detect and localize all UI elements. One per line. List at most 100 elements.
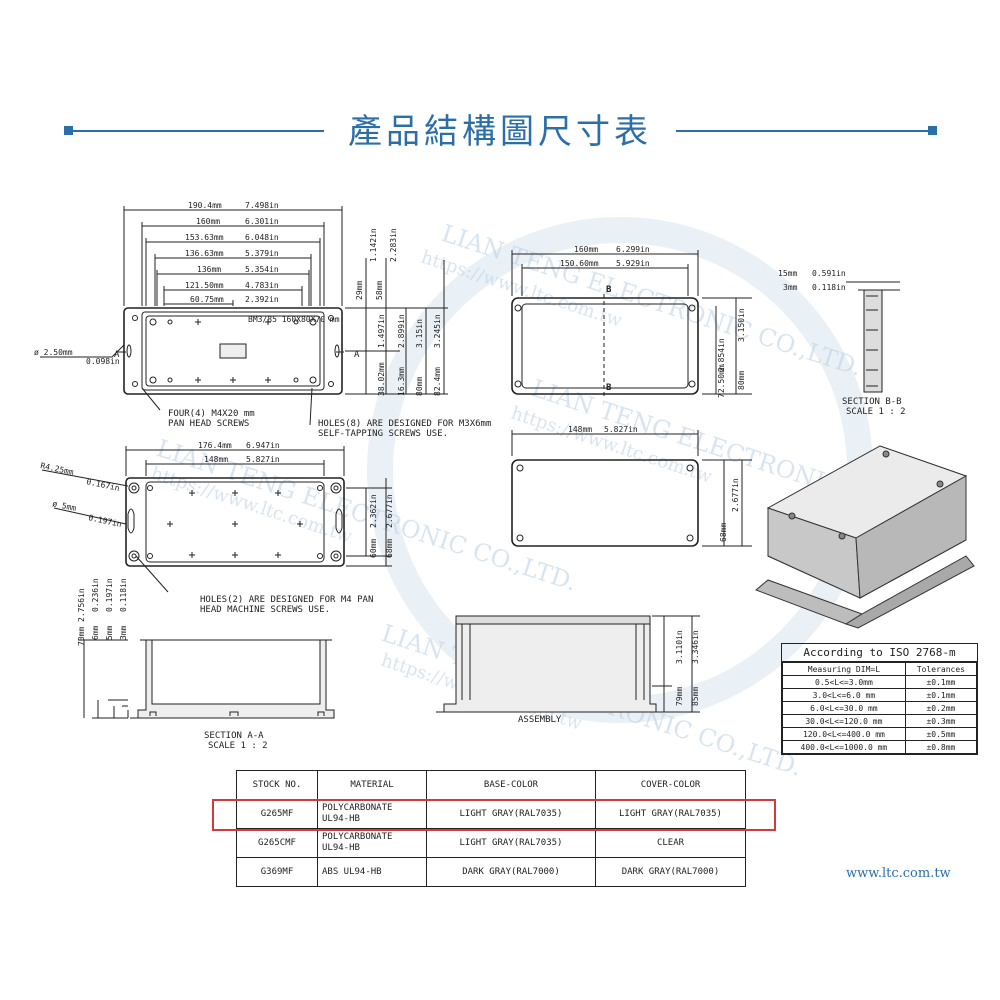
dim-153-mm: 153.63mm [185, 233, 224, 242]
bottom-dim-60mm: 60mm [369, 539, 378, 558]
aa-dim-0118in: 0.118in [119, 578, 128, 612]
slot-in: 0.197in [88, 513, 123, 529]
asm-dim-3346in: 3.346in [691, 630, 700, 664]
dim-1497in: 1.497in [377, 314, 386, 348]
footer-site-link[interactable]: www.ltc.com.tw [846, 866, 951, 881]
stock-no: G369MF [236, 857, 318, 887]
section-mark-b-bottom: B [606, 383, 612, 393]
dim-60-mm: 60.75mm [190, 295, 224, 304]
section-aa-scale: SCALE 1 : 2 [208, 741, 268, 751]
inner-dim-80mm: 80mm [737, 371, 746, 390]
tolerance-value: ±0.1mm [904, 688, 978, 702]
bb-dim-15-mm: 15mm [778, 269, 797, 278]
aa-dim-5mm: 5mm [105, 625, 114, 640]
lid-view [511, 430, 752, 547]
section-mark-a-left: A [114, 350, 120, 360]
tolerance-value: ±0.1mm [904, 675, 978, 689]
stock-header-cover-color: COVER-COLOR [595, 770, 746, 800]
inner-dim-315in: 3.150in [737, 308, 746, 342]
dim-3245in: 3.245in [433, 314, 442, 348]
dim-121-mm: 121.50mm [185, 281, 224, 290]
inner-dim-160-mm: 160mm [574, 245, 598, 254]
top-view [40, 206, 448, 426]
tolerance-row: 0.5<L<=3.0mm±0.1mm [782, 675, 978, 689]
dim-80mm: 80mm [415, 377, 424, 396]
inner-dim-160-in: 6.299in [616, 245, 650, 254]
top-view-labels: 190.4mm 7.498in 160mm 6.301in 153.63mm 6… [34, 201, 491, 439]
section-bb-labels: 15mm 0.591in 3mm 0.118in SECTION B-B SCA… [778, 269, 906, 417]
asm-dim-85mm: 85mm [691, 687, 700, 706]
bb-dim-3-mm: 3mm [783, 283, 798, 292]
dim-2899in: 2.899in [397, 314, 406, 348]
material-line: UL94-HB [322, 814, 360, 824]
bottom-dim-2677in: 2.677in [385, 494, 394, 528]
tolerance-range: 30.0<L<=120.0 mm [782, 714, 906, 728]
tolerance-range: 6.0<L<=30.0 mm [782, 701, 906, 715]
dim-163mm: 16.3mm [397, 367, 406, 396]
note-screws-1: FOUR(4) M4X20 mm [168, 409, 255, 419]
inner-dim-725mm: 72.50mm [717, 364, 726, 398]
stock-header-base-color: BASE-COLOR [426, 770, 596, 800]
dim-160-in: 6.301in [245, 217, 279, 226]
material: ABS UL94-HB [317, 857, 427, 887]
material-line: POLYCARBONATE [322, 832, 393, 842]
asm-dim-79mm: 79mm [675, 687, 684, 706]
dim-3802mm: 38.02mm [377, 362, 386, 396]
slot-mm: ø 5mm [52, 499, 78, 513]
assembly-title: ASSEMBLY [518, 715, 562, 725]
tolerance-header-measuring: Measuring DIM=L [782, 662, 906, 676]
bottom-dim-148-mm: 148mm [204, 455, 228, 464]
note-holes-2: SELF-TAPPING SCREWS USE. [318, 429, 448, 439]
tolerance-title: According to ISO 2768-m [782, 644, 977, 662]
dim-153-in: 6.048in [245, 233, 279, 242]
bb-dim-3-in: 0.118in [812, 283, 846, 292]
bottom-dim-68mm: 68mm [385, 539, 394, 558]
header-left-line [72, 130, 324, 132]
asm-dim-3110in: 3.110in [675, 630, 684, 664]
tolerance-range: 400.0<L<=1000.0 mm [782, 740, 906, 754]
inner-view [511, 250, 752, 398]
base-color: LIGHT GRAY(RAL7035) [426, 828, 596, 858]
tolerance-value: ±0.8mm [904, 740, 978, 754]
dim-824mm: 82.4mm [433, 367, 442, 396]
bottom-view [41, 446, 392, 593]
stock-header-stock-no: STOCK NO. [236, 770, 318, 800]
plate-text: BM3/85 160X80X70 mm [248, 315, 340, 324]
cover-color: DARK GRAY(RAL7000) [595, 857, 746, 887]
dim-121-in: 4.783in [245, 281, 279, 290]
page-title: 產品結構圖尺寸表 [348, 112, 652, 152]
dim-315in: 3.15in [415, 319, 424, 348]
section-aa-labels: 2.756in 0.236in 0.197in 0.118in 70mm 6mm… [77, 578, 268, 751]
bottom-dim-176-in: 6.947in [246, 441, 280, 450]
stock-header-material: MATERIAL [317, 770, 427, 800]
tolerance-row: 120.0<L<=400.0 mm±0.5mm [782, 727, 978, 741]
bottom-note-2: HEAD MACHINE SCREWS USE. [200, 605, 330, 615]
bottom-dim-176-mm: 176.4mm [198, 441, 232, 450]
dim-160-mm: 160mm [196, 217, 220, 226]
hole-dia-mm: ø 2.50mm [34, 348, 73, 357]
lid-view-labels: 148mm 5.827in 2.677in 68mm [568, 425, 740, 542]
tolerance-table: According to ISO 2768-m Measuring DIM=L … [781, 643, 978, 755]
header-right-dot [928, 126, 937, 135]
radius-in: 0.167in [86, 477, 121, 493]
assembly-labels: 3.110in 3.346in 79mm 85mm ASSEMBLY [518, 630, 700, 725]
dim-136b-in: 5.354in [245, 265, 279, 274]
stock-row: G369MF ABS UL94-HB DARK GRAY(RAL7000) DA… [236, 857, 746, 887]
tolerance-header-tolerances: Tolerances [904, 662, 978, 676]
dim-190-in: 7.498in [245, 201, 279, 210]
radius-mm: R4.25mm [40, 461, 75, 477]
section-aa [78, 639, 335, 719]
dim-2283in: 2.283in [389, 228, 398, 262]
header-left-dot [64, 126, 73, 135]
tolerance-row: 3.0<L<=6.0 mm±0.1mm [782, 688, 978, 702]
aa-dim-2756in: 2.756in [77, 588, 86, 622]
aa-dim-6mm: 6mm [91, 625, 100, 640]
dim-1142in: 1.142in [369, 228, 378, 262]
stock-no: G265CMF [236, 828, 318, 858]
inner-dim-2854in: 2.854in [717, 338, 726, 372]
tolerance-value: ±0.2mm [904, 701, 978, 715]
dim-136b-mm: 136mm [197, 265, 221, 274]
lid-dim-2677in: 2.677in [731, 478, 740, 512]
